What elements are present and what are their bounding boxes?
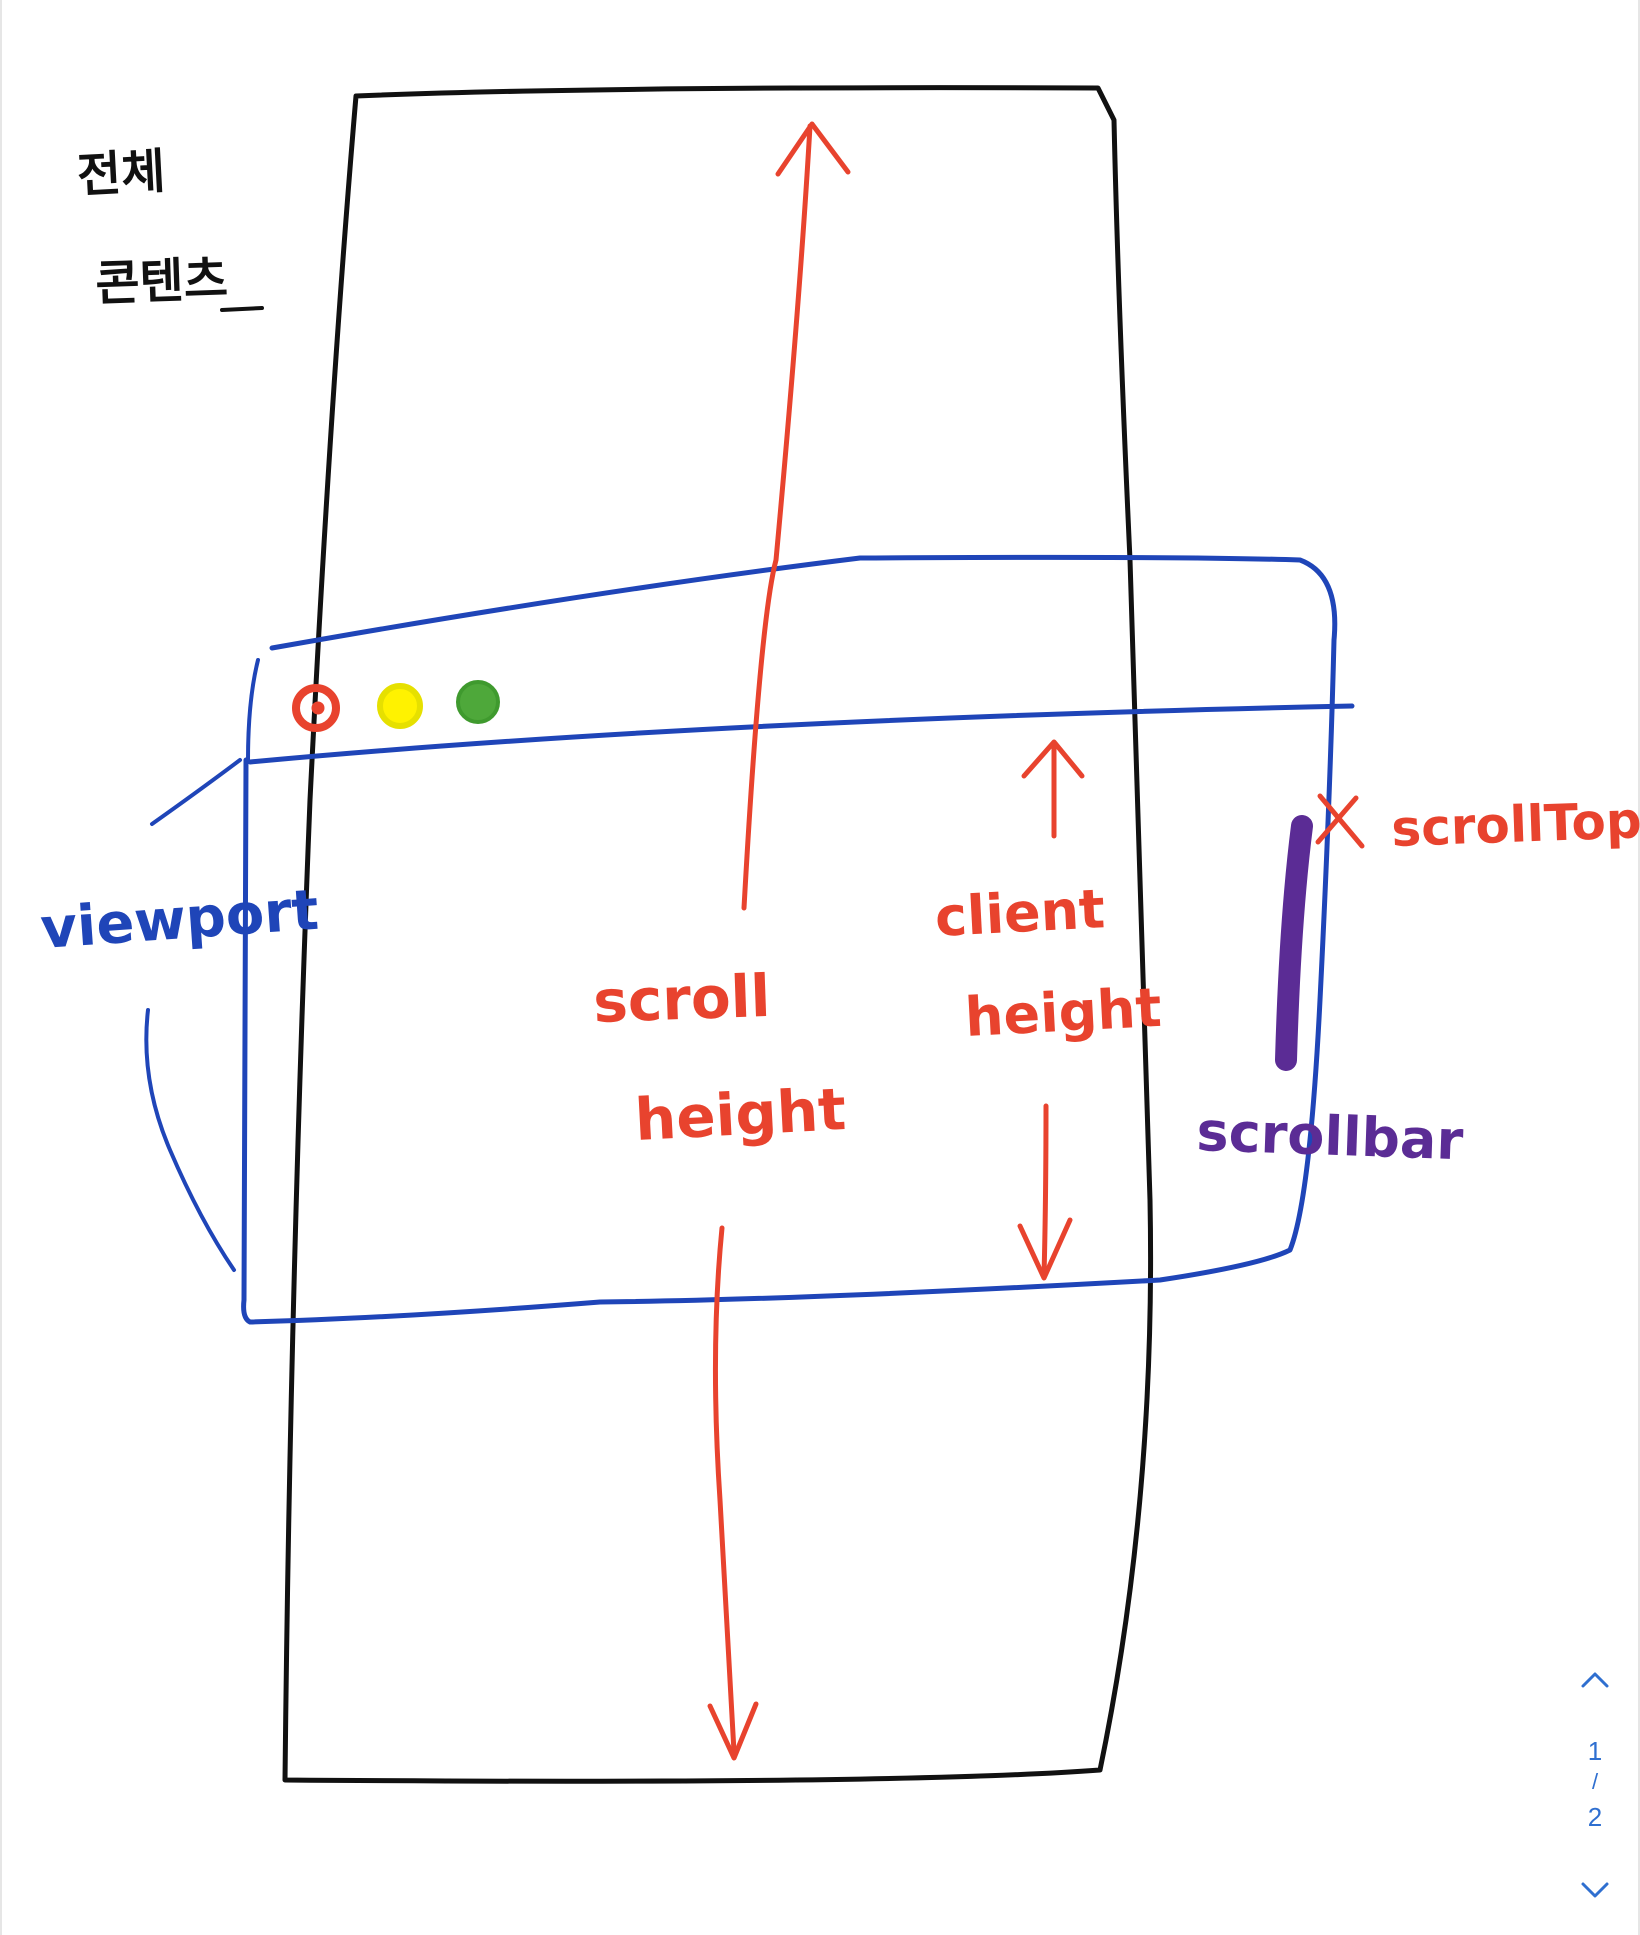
scroll-top-x-stroke-1 [1317, 793, 1365, 849]
scroll-height-up-line [741, 123, 813, 911]
chevron-down-icon [1581, 1882, 1609, 1898]
scrollbar-thumb [1275, 815, 1313, 1071]
close-dot-inner [311, 701, 325, 715]
client-height-label-line2: height [963, 976, 1163, 1049]
page-down-button[interactable] [1575, 1870, 1615, 1910]
scroll-height-up-arrowhead [775, 121, 851, 177]
client-height-down-line [1041, 1103, 1049, 1279]
content-label-line2: 콘텐츠 [94, 251, 228, 312]
scroll-height-label-line2: height [633, 1075, 847, 1154]
scroll-top-x-stroke-2 [1315, 795, 1359, 845]
page-navigator: 1 / 2 [1560, 1660, 1630, 1920]
client-height-down-arrowhead [1017, 1217, 1073, 1281]
chevron-up-icon [1581, 1672, 1609, 1688]
viewport-brace [144, 1008, 236, 1272]
scroll-height-down-arrowhead [707, 1701, 759, 1761]
close-dot-icon [292, 684, 340, 732]
scroll-height-label-line1: scroll [592, 962, 771, 1036]
client-height-label-line1: client [933, 877, 1106, 949]
client-height-up-arrowhead [1021, 739, 1085, 779]
scroll-top-label: scrollTop [1390, 791, 1640, 858]
viewport-left-edge [246, 658, 260, 762]
current-page-number: 1 [1587, 1736, 1603, 1766]
scrollbar-label: scrollbar [1196, 1100, 1465, 1172]
viewport-window [241, 554, 1338, 1325]
total-pages-number: 2 [1587, 1802, 1603, 1832]
content-outline [282, 85, 1154, 1784]
zoom-dot-icon [456, 680, 500, 724]
browser-toolbar-divider [247, 703, 1355, 765]
page-up-button[interactable] [1575, 1660, 1615, 1700]
minimize-dot-icon [377, 683, 423, 729]
korean-underline [220, 306, 264, 312]
scroll-height-down-line [712, 1225, 737, 1755]
viewport-pointer-line [150, 758, 242, 826]
content-label-line1: 전체 [76, 143, 167, 204]
viewport-label: viewport [38, 878, 320, 962]
page-separator: / [1591, 1769, 1599, 1794]
